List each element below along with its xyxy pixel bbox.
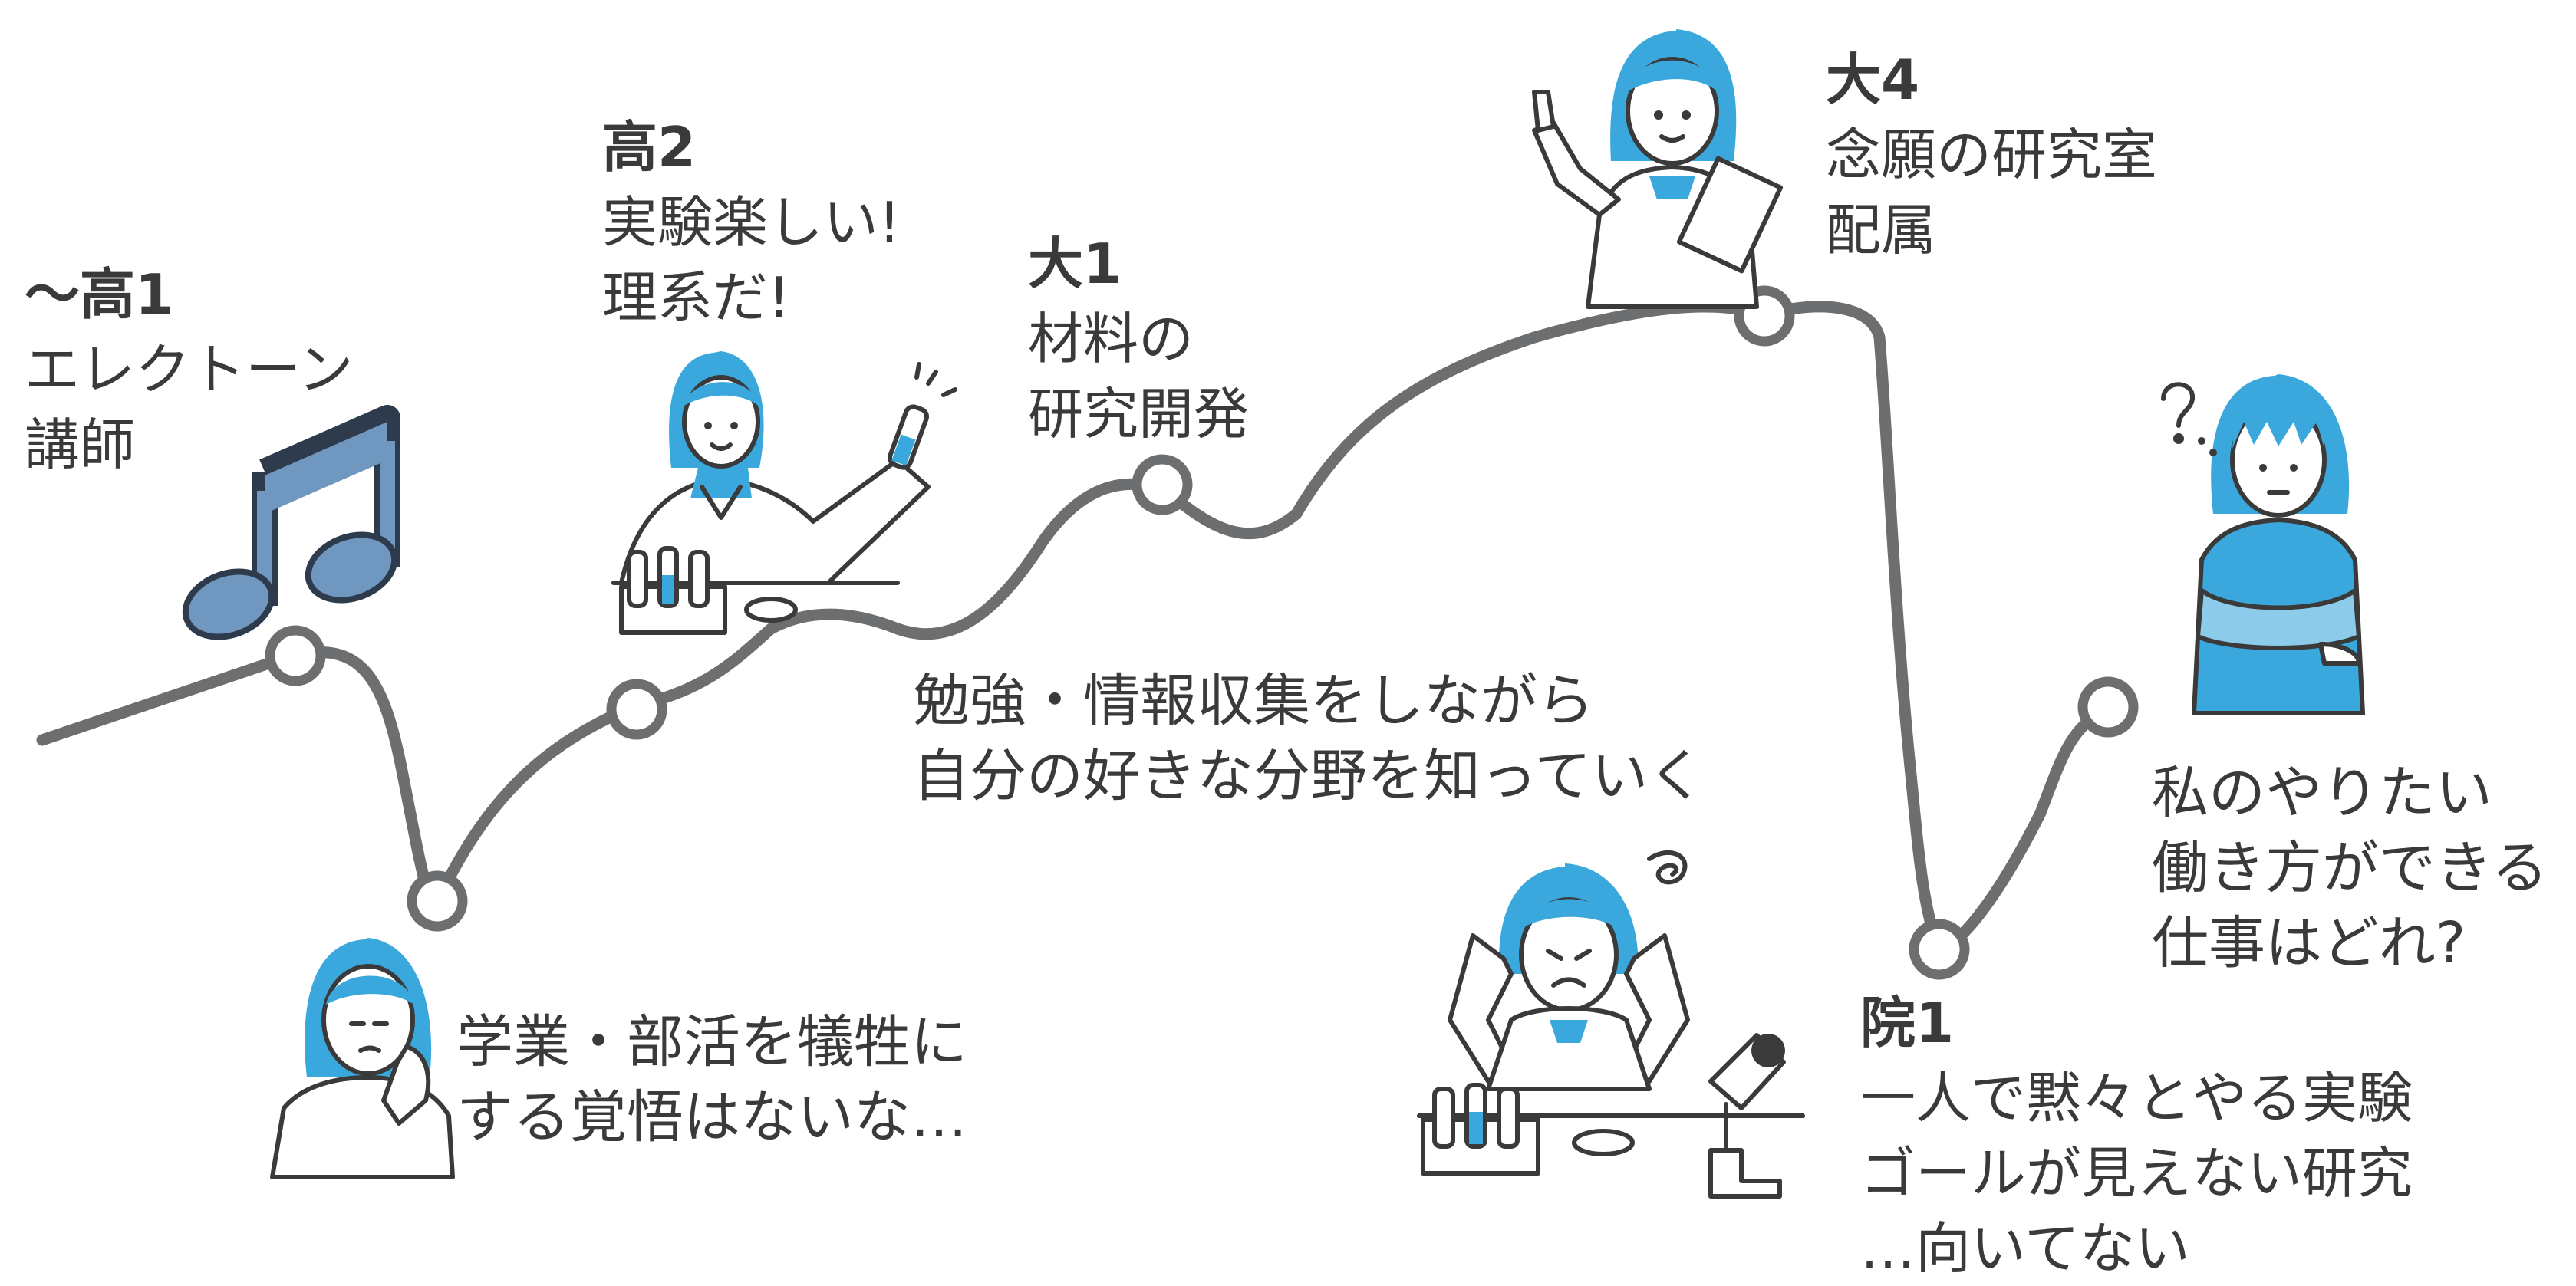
- milestone-line: 研究開発: [1028, 382, 1250, 446]
- node-sacrifice: [407, 870, 468, 932]
- note-line: 自分の好きな分野を知っていく: [913, 743, 1705, 809]
- milestone-line: 材料の: [1028, 307, 1194, 371]
- worried-hand-on-cheek-figure: [270, 938, 455, 1179]
- milestone-line: 配属: [1826, 198, 1937, 262]
- milestone-line: 念願の研究室: [1826, 123, 2158, 187]
- note-sacrifice: 学業・部活を犠牲に する覚悟はないな…: [456, 1005, 967, 1155]
- milestone-stage: 大1: [1028, 232, 1122, 296]
- note-line: 働き方ができる: [2152, 835, 2548, 901]
- note-line: 私のやりたい: [2152, 760, 2492, 826]
- milestone-line: 講師: [25, 413, 136, 477]
- milestone-stage: 院1: [1860, 991, 1955, 1055]
- milestone-line: 理系だ!: [602, 265, 790, 330]
- milestone-line: …向いてない: [1860, 1216, 2190, 1281]
- milestone-line: ゴールが見えない研究: [1860, 1141, 2413, 1205]
- milestone-line: エレクトーン: [25, 337, 354, 402]
- note-question: 私のやりたい 働き方ができる 仕事はどれ?: [2152, 755, 2548, 981]
- node-hs1: [265, 625, 326, 686]
- node-future: [2077, 676, 2139, 738]
- milestone-stage: 大4: [1826, 48, 1920, 112]
- node-grad1: [1909, 919, 1970, 980]
- milestone-label-uni1: 大1 材料の 研究開発: [1028, 226, 1249, 452]
- milestone-line: 実験楽しい!: [602, 190, 901, 255]
- confused-crossed-arms-figure: [2191, 374, 2366, 715]
- music-note-icon: [182, 405, 400, 640]
- note-line: 学業・部活を犠牲に: [456, 1009, 967, 1075]
- note-line: する覚悟はないな…: [456, 1084, 967, 1150]
- note-line: 仕事はどれ?: [2152, 910, 2466, 976]
- journey-curve: [36, 301, 2112, 957]
- question-mark-icon: [2161, 382, 2217, 456]
- node-hs2: [606, 679, 667, 740]
- milestone-stage: 高2: [602, 115, 697, 179]
- milestone-line: 一人で黙々とやる実験: [1860, 1066, 2413, 1130]
- milestone-label-hs1: 〜高1 エレクトーン 講師: [25, 257, 353, 482]
- milestone-label-grad1: 院1 一人で黙々とやる実験 ゴールが見えない研究 …向いてない: [1860, 985, 2413, 1286]
- note-learning: 勉強・情報収集をしながら 自分の好きな分野を知っていく: [913, 663, 1705, 814]
- milestone-stage: 〜高1: [25, 262, 174, 327]
- milestone-label-uni4: 大4 念願の研究室 配属: [1826, 42, 2157, 268]
- scientist-test-tube-figure: [611, 351, 957, 635]
- node-uni1: [1132, 454, 1193, 515]
- scientist-pointing-figure: [1532, 29, 1784, 309]
- note-line: 勉強・情報収集をしながら: [913, 668, 1594, 734]
- scientist-stressed-figure: [1417, 850, 1805, 1199]
- milestone-label-hs2: 高2 実験楽しい! 理系だ!: [602, 110, 901, 335]
